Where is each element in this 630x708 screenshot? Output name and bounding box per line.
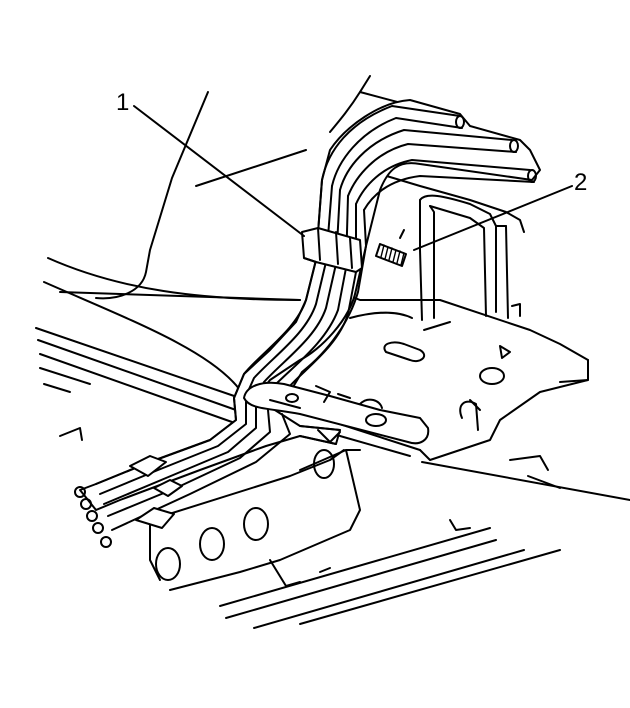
- line-bundle: [74, 99, 541, 548]
- callout-2-label: 2: [574, 169, 587, 196]
- callout-2-leader: [413, 185, 573, 251]
- line-bracket: [243, 381, 430, 445]
- floor-panel: [35, 91, 307, 441]
- stud: [375, 243, 407, 267]
- callout-1-leader: [133, 105, 305, 237]
- crossmember: [149, 449, 561, 629]
- line-retainer-clip: [301, 227, 363, 273]
- callout-1-label: 1: [116, 89, 129, 116]
